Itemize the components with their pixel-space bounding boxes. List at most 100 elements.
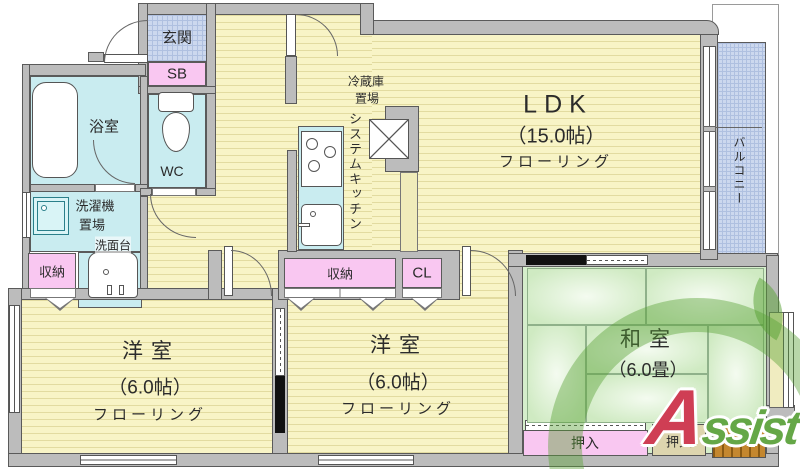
- closet-cl: [402, 258, 442, 288]
- label-washstand: 洗面台: [94, 236, 132, 254]
- label-ldk-size: （15.0帖）: [506, 125, 606, 148]
- wall-genkan-right: [206, 3, 216, 196]
- wall-top-left: [138, 3, 372, 15]
- entrance-door-swing: [104, 20, 148, 63]
- stove-burner: [308, 160, 320, 172]
- label-cl: CL: [412, 264, 432, 282]
- genkan-floor: [146, 14, 208, 62]
- label-ldk-floor: フローリング: [498, 153, 614, 171]
- label-west2-size: （6.0帖）: [356, 372, 440, 394]
- sink-faucet: [298, 223, 310, 227]
- window-washitsu-right: [783, 312, 794, 408]
- toilet-bowl: [162, 112, 190, 152]
- label-washitsu-name: 和室: [620, 328, 678, 351]
- window-west1-left: [9, 305, 20, 413]
- wall-wc-bottom-left: [140, 188, 152, 196]
- window-mullion-2: [703, 186, 716, 192]
- tatami-mat: [586, 325, 708, 374]
- sink-drain: [310, 211, 316, 217]
- label-storage-mid: 収納: [326, 266, 354, 282]
- west-divider-solid: [275, 376, 285, 433]
- tatami-mat: [586, 374, 708, 423]
- label-laundry-2: 置場: [78, 217, 106, 233]
- washbasin-tap-2: [119, 285, 124, 295]
- kitchen-sink: [298, 204, 342, 246]
- tatami-mat: [646, 268, 764, 325]
- storage-mid-door-mark-1: [286, 297, 316, 311]
- window-leader-line: [716, 127, 762, 128]
- label-ldk-name: LDK: [523, 90, 593, 119]
- bathroom-door-sill: [95, 184, 135, 192]
- tatami-mat: [527, 268, 646, 325]
- label-balcony: バルコニー: [732, 136, 746, 206]
- window-mullion-1: [703, 126, 716, 132]
- washing-machine-knob: [41, 205, 47, 211]
- wall-washroom-right: [140, 196, 148, 300]
- wall-top-step: [360, 3, 374, 35]
- ldk-door-panel: [286, 14, 296, 56]
- label-genkan: 玄関: [161, 29, 193, 47]
- tatami-mat: [527, 325, 586, 423]
- window-west2-bottom: [318, 455, 414, 465]
- window-ldk-balcony: [703, 46, 716, 250]
- wall-hall-kitchen-upper: [285, 56, 297, 104]
- washing-machine-drum: [37, 201, 65, 231]
- west-room2-floor: [288, 298, 522, 455]
- wood-deck-storage: [712, 420, 766, 458]
- label-west2-floor: フローリング: [340, 400, 456, 418]
- label-fridge-2: 置場: [354, 91, 380, 106]
- storage-mid-door: [284, 288, 396, 298]
- label-west1-size: （6.0帖）: [108, 377, 192, 399]
- washitsu-partition-solid: [526, 255, 586, 265]
- wall-entry-stub: [88, 52, 104, 62]
- label-bathroom: 浴室: [88, 118, 120, 136]
- refrigerator-box: [369, 119, 409, 159]
- label-fridge-1: 冷蔵庫: [347, 74, 385, 89]
- storage-left: [28, 253, 76, 289]
- toilet-tank: [158, 92, 194, 112]
- label-sb: SB: [166, 65, 188, 83]
- tatami-mat: [708, 325, 764, 423]
- washitsu-partition-door: [586, 255, 648, 265]
- window-west1-bottom: [80, 455, 177, 465]
- oshiire-small: [652, 424, 706, 456]
- label-storage-left: 収納: [38, 264, 66, 280]
- storage-left-door-mark: [44, 297, 76, 311]
- label-oshiire-main: 押入: [571, 435, 599, 451]
- wall-kitchen-halfwall: [400, 172, 418, 252]
- west-divider-door: [275, 308, 285, 376]
- stove: [301, 131, 342, 187]
- closet-cl-door-mark: [410, 297, 440, 311]
- label-wc: WC: [160, 163, 184, 179]
- west-room1-floor: [22, 300, 280, 455]
- bathtub: [32, 82, 78, 178]
- label-washitsu-size: （6.0畳）: [608, 360, 688, 380]
- west2-door-panel: [462, 246, 471, 296]
- wall-bath-bottom-left: [30, 184, 95, 192]
- wall-hall-kitchen-lower: [287, 150, 297, 252]
- wall-wc-bottom-right: [196, 188, 216, 196]
- window-left-laundry: [22, 192, 31, 238]
- wall-top-right: [372, 20, 719, 35]
- stove-burner: [324, 146, 336, 158]
- refrigerator-x-icon: [370, 120, 408, 158]
- washing-machine: [33, 197, 69, 235]
- label-west1-name: 洋室: [122, 340, 180, 363]
- ldk-floor-main: [372, 34, 706, 255]
- storage-mid-door-mark-2: [358, 297, 388, 311]
- label-laundry-1: 洗濯機: [75, 198, 115, 214]
- shoe-box: [148, 62, 206, 86]
- label-west2-name: 洋室: [370, 334, 428, 357]
- bay-window-sill: [769, 312, 784, 408]
- washbasin-tap-1: [107, 285, 112, 295]
- washbasin: [88, 252, 138, 298]
- balcony-floor: [717, 42, 766, 256]
- washbasin-drain: [103, 269, 109, 275]
- storage-mid: [284, 258, 396, 288]
- label-west1-floor: フローリング: [92, 406, 208, 424]
- wall-bath-top: [22, 64, 146, 76]
- wall-hall-west-stub: [208, 250, 222, 300]
- label-system-kitchen: システムキッチン: [347, 112, 362, 232]
- wall-bath-wc-divider: [140, 76, 148, 188]
